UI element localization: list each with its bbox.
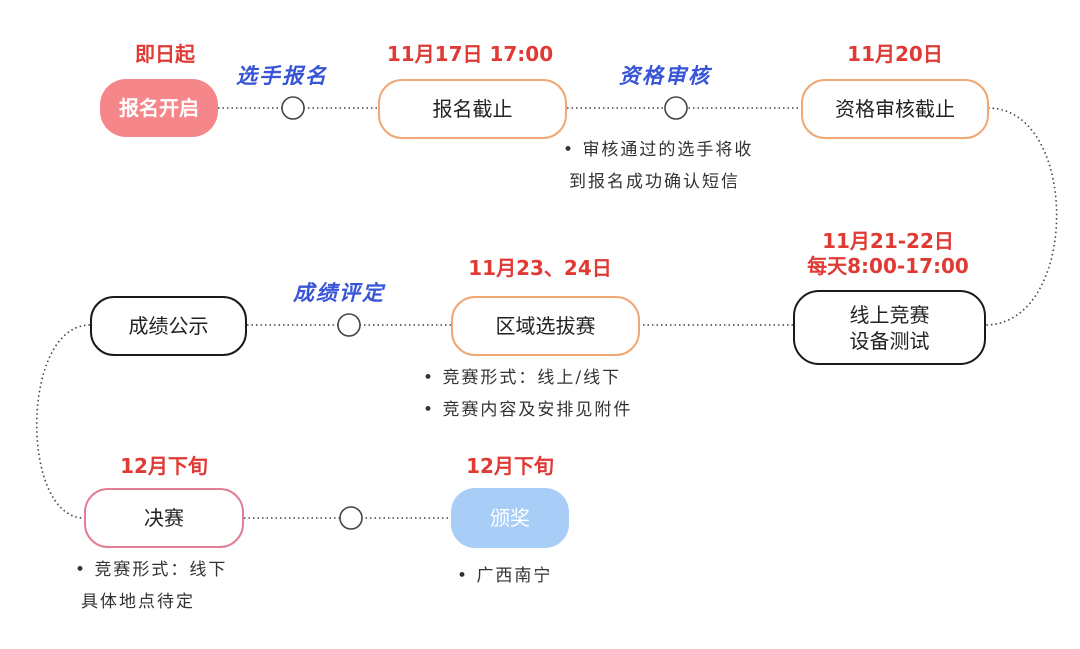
note-regional-line2: 竞赛内容及安排见附件 xyxy=(423,394,632,426)
date-final: 12月下旬 xyxy=(120,454,208,478)
node-online-test-line1: 线上竞赛 xyxy=(849,302,930,327)
node-signup-open: 报名开启 xyxy=(100,79,218,137)
date-regional: 11月23、24日 xyxy=(468,256,612,280)
note-review: 审核通过的选手将收 到报名成功确认短信 xyxy=(563,134,753,198)
note-final-line1: 竞赛形式：线下 xyxy=(75,554,227,586)
date-signup-open: 即日起 xyxy=(135,42,195,66)
milestone-dot-scoring xyxy=(337,313,361,337)
phase-review: 资格审核 xyxy=(619,63,711,88)
node-results: 成绩公示 xyxy=(90,296,247,356)
phase-scoring: 成绩评定 xyxy=(293,280,385,305)
note-award-line1: 广西南宁 xyxy=(457,560,552,592)
note-final-line2: 具体地点待定 xyxy=(81,592,195,612)
node-signup-close: 报名截止 xyxy=(378,79,567,139)
date-signup-close: 11月17日 17:00 xyxy=(386,42,554,66)
date-award: 12月下旬 xyxy=(466,454,554,478)
connector-right-curve xyxy=(984,107,1058,326)
node-review-close: 资格审核截止 xyxy=(801,79,989,139)
milestone-dot-review xyxy=(664,96,688,120)
phase-signup: 选手报名 xyxy=(236,63,328,88)
date-online-test-line1: 11月21-22日 xyxy=(822,229,954,253)
date-review-close: 11月20日 xyxy=(847,42,943,66)
note-review-line1: 审核通过的选手将收 xyxy=(563,134,753,166)
milestone-dot-signup xyxy=(281,96,305,120)
note-regional-line1: 竞赛形式：线上/线下 xyxy=(423,362,632,394)
note-final: 竞赛形式：线下 具体地点待定 xyxy=(75,554,227,618)
node-online-test-line2: 设备测试 xyxy=(849,328,930,353)
connector-left-curve xyxy=(35,324,91,519)
node-online-test: 线上竞赛 设备测试 xyxy=(793,290,986,365)
note-review-line2: 到报名成功确认短信 xyxy=(569,172,740,192)
date-online-test-line2: 每天8:00-17:00 xyxy=(807,254,969,278)
note-regional: 竞赛形式：线上/线下 竞赛内容及安排见附件 xyxy=(423,362,632,426)
milestone-dot-final xyxy=(339,506,363,530)
node-final: 决赛 xyxy=(84,488,244,548)
node-regional: 区域选拔赛 xyxy=(451,296,640,356)
node-award: 颁奖 xyxy=(451,488,569,548)
date-online-test: 11月21-22日 每天8:00-17:00 xyxy=(778,229,998,279)
note-award: 广西南宁 xyxy=(457,560,552,592)
